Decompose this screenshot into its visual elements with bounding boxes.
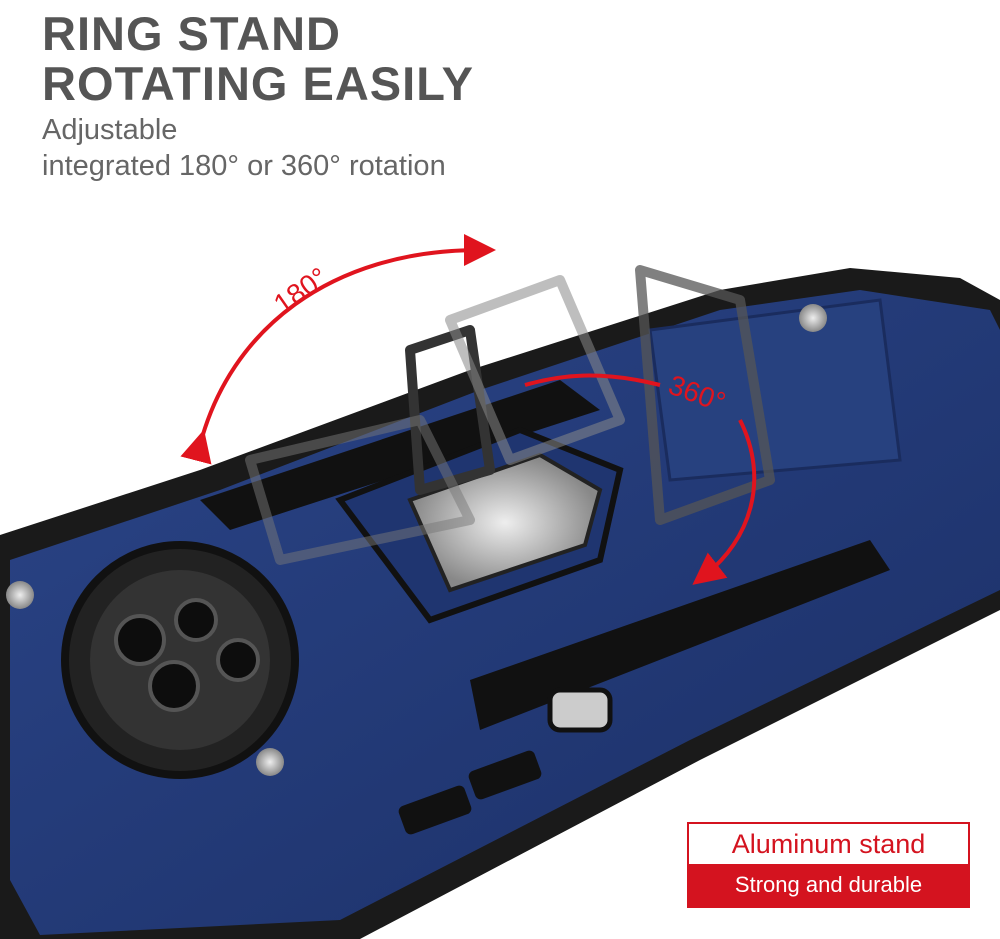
rotation-arrow-360	[524, 373, 757, 575]
subtitle-line-2: integrated 180° or 360° rotation	[42, 150, 446, 182]
camera-module	[61, 541, 299, 779]
volume-button	[468, 750, 542, 800]
feature-box: Aluminum stand Strong and durable	[687, 822, 970, 908]
feature-tagline: Strong and durable	[689, 864, 968, 906]
title-line-2: ROTATING EASILY	[42, 57, 474, 110]
port	[547, 687, 613, 733]
screw-icon	[256, 748, 284, 776]
rotation-arrow-180	[180, 234, 496, 465]
title-line-1: RING STAND	[42, 7, 341, 60]
grip-strip-bottom	[470, 540, 890, 730]
screw-icon	[6, 581, 34, 609]
subtitle-line-1: Adjustable	[42, 114, 178, 146]
feature-headline: Aluminum stand	[689, 824, 968, 864]
volume-button	[398, 785, 472, 835]
screw-icon	[799, 304, 827, 332]
